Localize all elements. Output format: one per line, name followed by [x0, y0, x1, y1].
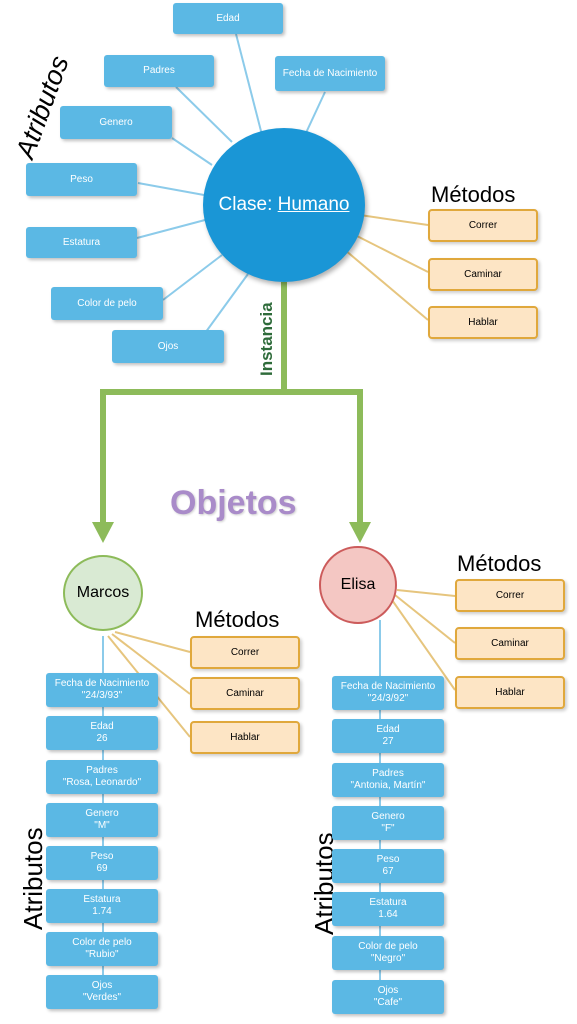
marcos-attr: Padres"Rosa, Leonardo"	[46, 760, 158, 794]
attr-label: Ojos	[91, 980, 113, 991]
class-attr-genero: Genero	[60, 106, 172, 139]
attr-value: "Rubio"	[85, 949, 119, 960]
attr-value: "24/3/92"	[367, 693, 409, 704]
objetos-label: Objetos	[170, 484, 297, 522]
class-node-humano: Clase: Humano	[203, 128, 365, 282]
class-attr-peso: Peso	[26, 163, 137, 196]
attr-value: "Verdes"	[82, 992, 122, 1003]
marcos-method-hablar: Hablar	[190, 721, 300, 754]
attr-label: Genero	[371, 811, 405, 822]
class-attr-color-de-pelo: Color de pelo	[51, 287, 163, 320]
marcos-attr: Ojos"Verdes"	[46, 975, 158, 1009]
marcos-atributos-label: Atributos	[18, 827, 48, 930]
attr-value: 27	[382, 736, 394, 747]
attr-label: Padres	[86, 765, 118, 776]
marcos-attr: Genero"M"	[46, 803, 158, 837]
class-attr-estatura: Estatura	[26, 227, 137, 258]
attr-label: Ojos	[377, 985, 399, 996]
attr-value: 67	[382, 866, 394, 877]
attr-label: Padres	[372, 768, 404, 779]
elisa-attr: Genero"F"	[332, 806, 444, 840]
elisa-attr: Padres"Antonia, Martín"	[332, 763, 444, 797]
attr-label: Edad	[376, 724, 400, 735]
class-attr-edad: Edad	[173, 3, 283, 34]
object-marcos: Marcos	[63, 555, 143, 631]
attr-label: Fecha de Nacimiento	[54, 678, 150, 689]
attr-value: 1.74	[92, 906, 112, 917]
instancia-label: Instancia	[257, 302, 276, 376]
marcos-metodos-label: Métodos	[195, 607, 280, 632]
attr-value: "Cafe"	[373, 997, 403, 1008]
marcos-attr: Fecha de Nacimiento"24/3/93"	[46, 673, 158, 707]
attr-label: Color de pelo	[72, 937, 132, 948]
attr-label: Peso	[376, 854, 400, 865]
elisa-attr: Color de pelo"Negro"	[332, 936, 444, 970]
attr-value: "24/3/93"	[81, 690, 123, 701]
attr-label: Edad	[90, 721, 114, 732]
marcos-attr: Color de pelo"Rubio"	[46, 932, 158, 966]
attr-value: 1.64	[378, 909, 398, 920]
class-method-correr: Correr	[428, 209, 538, 242]
class-method-caminar: Caminar	[428, 258, 538, 291]
attr-value: "Negro"	[370, 953, 406, 964]
attr-value: "Rosa, Leonardo"	[62, 777, 142, 788]
attr-value: "F"	[381, 823, 395, 834]
attr-label: Genero	[85, 808, 119, 819]
attr-label: Fecha de Nacimiento	[340, 681, 436, 692]
object-elisa: Elisa	[319, 546, 397, 624]
elisa-method-hablar: Hablar	[455, 676, 565, 709]
attr-label: Estatura	[369, 897, 407, 908]
attr-value: 26	[96, 733, 108, 744]
class-attr-padres: Padres	[104, 55, 214, 87]
attr-label: Peso	[90, 851, 114, 862]
elisa-attr: Fecha de Nacimiento"24/3/92"	[332, 676, 444, 710]
class-method-hablar: Hablar	[428, 306, 538, 339]
elisa-attr: Ojos"Cafe"	[332, 980, 444, 1014]
class-attr-fecha-de-nacimiento: Fecha de Nacimiento	[275, 56, 385, 91]
attr-label: Color de pelo	[358, 941, 418, 952]
elisa-metodos-label: Métodos	[457, 551, 542, 576]
elisa-method-caminar: Caminar	[455, 627, 565, 660]
attr-value: "Antonia, Martín"	[350, 780, 426, 791]
class-metodos-label: Métodos	[431, 182, 516, 207]
attr-label: Estatura	[83, 894, 121, 905]
marcos-method-correr: Correr	[190, 636, 300, 669]
class-name: Humano	[277, 194, 350, 215]
marcos-method-caminar: Caminar	[190, 677, 300, 710]
class-prefix: Clase:	[218, 194, 278, 215]
attr-value: 69	[96, 863, 108, 874]
class-attr-ojos: Ojos	[112, 330, 224, 363]
attr-value: "M"	[94, 820, 110, 831]
elisa-method-correr: Correr	[455, 579, 565, 612]
